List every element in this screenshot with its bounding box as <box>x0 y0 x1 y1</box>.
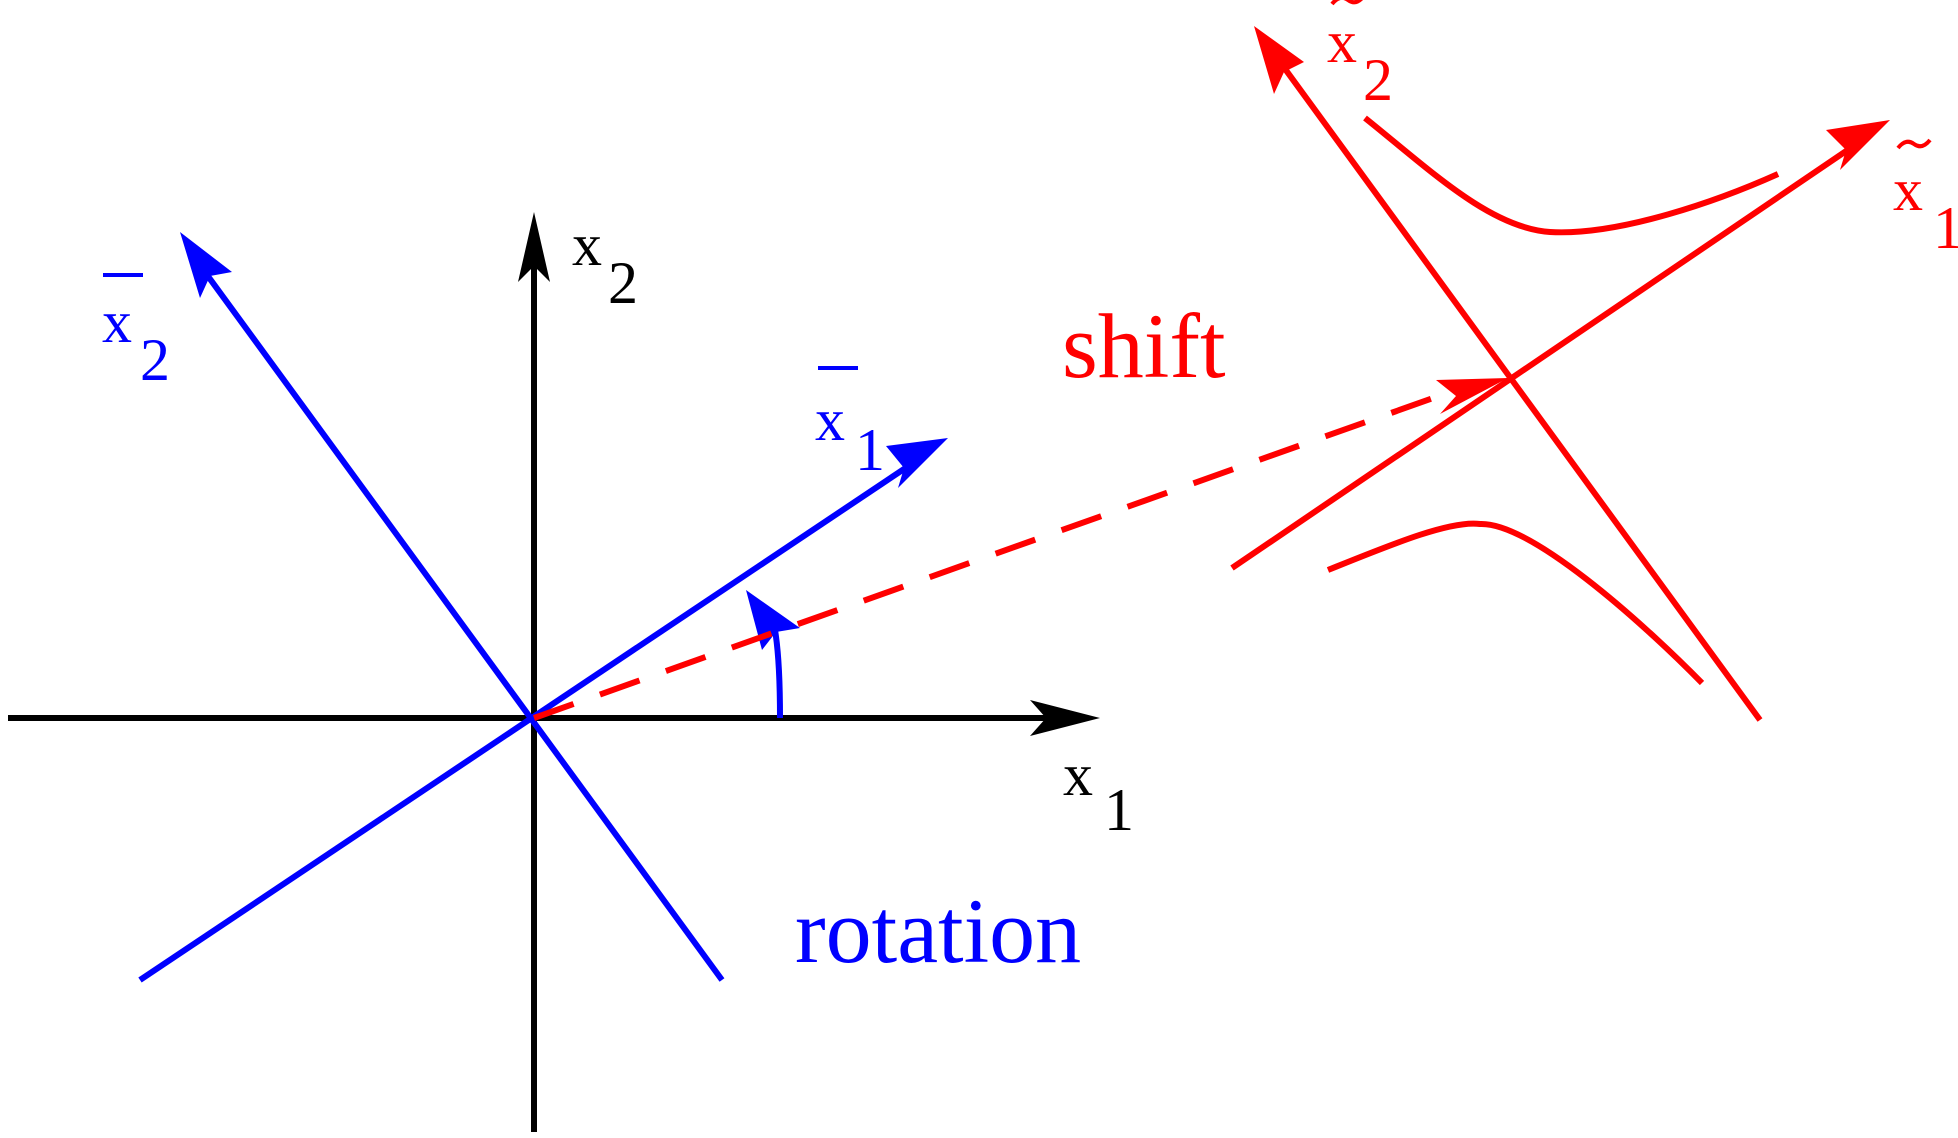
xbar2-axis-arrowhead <box>180 232 232 298</box>
hyperbola-upper-branch <box>1363 115 1780 236</box>
xtilde1-axis-arrowhead <box>1826 120 1890 170</box>
xbar1-axis-line <box>138 462 912 983</box>
xtilde1-axis-line <box>1230 142 1857 571</box>
xbar1-axis-arrowhead <box>886 438 948 488</box>
shift-label: shift <box>1062 295 1226 397</box>
xtilde2-axis-arrowhead <box>1254 26 1304 94</box>
rotation-arc <box>772 629 783 719</box>
xbar2-axis-label: x2 <box>102 289 170 393</box>
xtilde2-axis-label: x2 <box>1327 9 1393 113</box>
xtilde2-axis-line <box>1277 60 1763 722</box>
hyperbola-lower-branch <box>1326 520 1705 686</box>
xtilde2-tilde <box>1330 0 1364 6</box>
x2-axis-arrowhead <box>518 212 550 282</box>
rotation-label: rotation <box>795 880 1081 982</box>
x2-axis-label: x2 <box>572 212 638 316</box>
x1-axis-label: x1 <box>1063 742 1134 843</box>
rotated-axes <box>138 266 912 983</box>
xbar2-axis-line <box>199 266 725 982</box>
shift-arrowhead <box>1436 378 1508 414</box>
xtilde1-axis-label: x1 <box>1893 157 1958 261</box>
shifted-axes <box>1230 60 1857 722</box>
shift-dashed-line <box>532 389 1452 721</box>
xtilde1-tilde <box>1896 138 1932 150</box>
x1-axis-arrowhead <box>1030 700 1100 736</box>
